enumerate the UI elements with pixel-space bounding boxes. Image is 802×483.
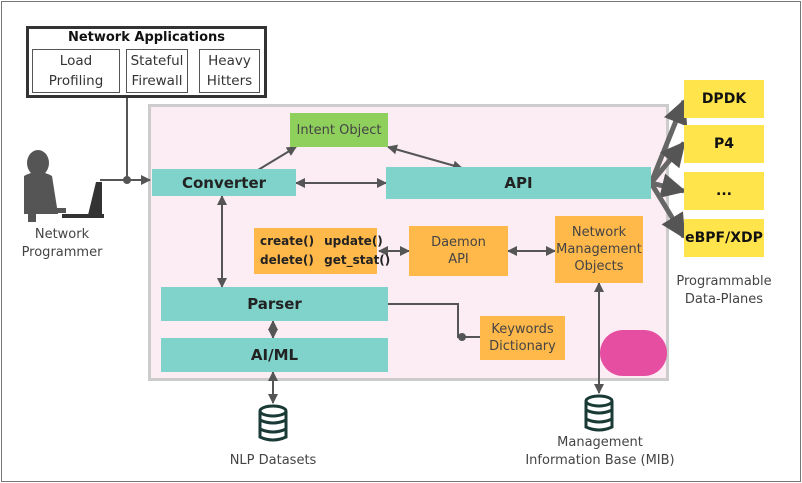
api-to-p4-arrow bbox=[649, 141, 686, 185]
data-plane-dpdk: DPDK bbox=[684, 80, 764, 118]
parser-keywords-line bbox=[388, 303, 480, 338]
junction-dot bbox=[123, 176, 131, 184]
network-applications-title: Network Applications bbox=[67, 30, 226, 45]
nlp-datasets-db-icon bbox=[258, 404, 288, 442]
method-create: create() bbox=[260, 234, 315, 248]
data-plane-ebpf-xdp: eBPF/XDP bbox=[684, 219, 764, 257]
keywords-dictionary-box: Keywords Dictionary bbox=[480, 316, 565, 360]
api-to-dpdk-arrow bbox=[648, 98, 688, 184]
data-planes-label: Programmable Data-Planes bbox=[676, 274, 772, 307]
methods-box: create() update() delete() get_stat() bbox=[254, 228, 390, 274]
daemon-api-box: Daemon API bbox=[409, 226, 508, 276]
laptop-icon bbox=[62, 182, 104, 218]
app-heavy-hitters: Heavy Hitters bbox=[199, 49, 260, 93]
api-to-etc-arrow bbox=[650, 173, 687, 198]
app-stateful-firewall: Stateful Firewall bbox=[126, 49, 188, 93]
method-delete: delete() bbox=[260, 253, 314, 267]
data-plane-p4: P4 bbox=[684, 125, 764, 163]
network-programmer-label: Network Programmer bbox=[21, 227, 103, 260]
api-box: API bbox=[386, 167, 651, 199]
keywords-connector-dot bbox=[458, 333, 466, 341]
nail-logo bbox=[600, 330, 667, 376]
data-plane-etc: ... bbox=[684, 172, 764, 210]
mib-label: Management Information Base (MIB) bbox=[525, 435, 675, 468]
nlp-datasets-label: NLP Datasets bbox=[229, 453, 317, 468]
network-programmer-icon bbox=[24, 150, 66, 222]
ai-ml-box: AI/ML bbox=[161, 338, 388, 372]
converter-box: Converter bbox=[152, 169, 296, 196]
intent-object-box: Intent Object bbox=[290, 113, 388, 147]
method-get-stat: get_stat() bbox=[324, 253, 391, 267]
network-management-objects-box: Network Management Objects bbox=[555, 216, 643, 283]
parser-box: Parser bbox=[161, 287, 388, 321]
mib-db-icon bbox=[584, 394, 614, 432]
intent-api-arrow bbox=[387, 144, 463, 171]
method-update: update() bbox=[324, 234, 383, 248]
converter-to-intent-arrow bbox=[257, 146, 297, 171]
app-load-profiling: Load Profiling bbox=[32, 49, 120, 93]
api-to-ebpf-arrow bbox=[648, 181, 687, 240]
